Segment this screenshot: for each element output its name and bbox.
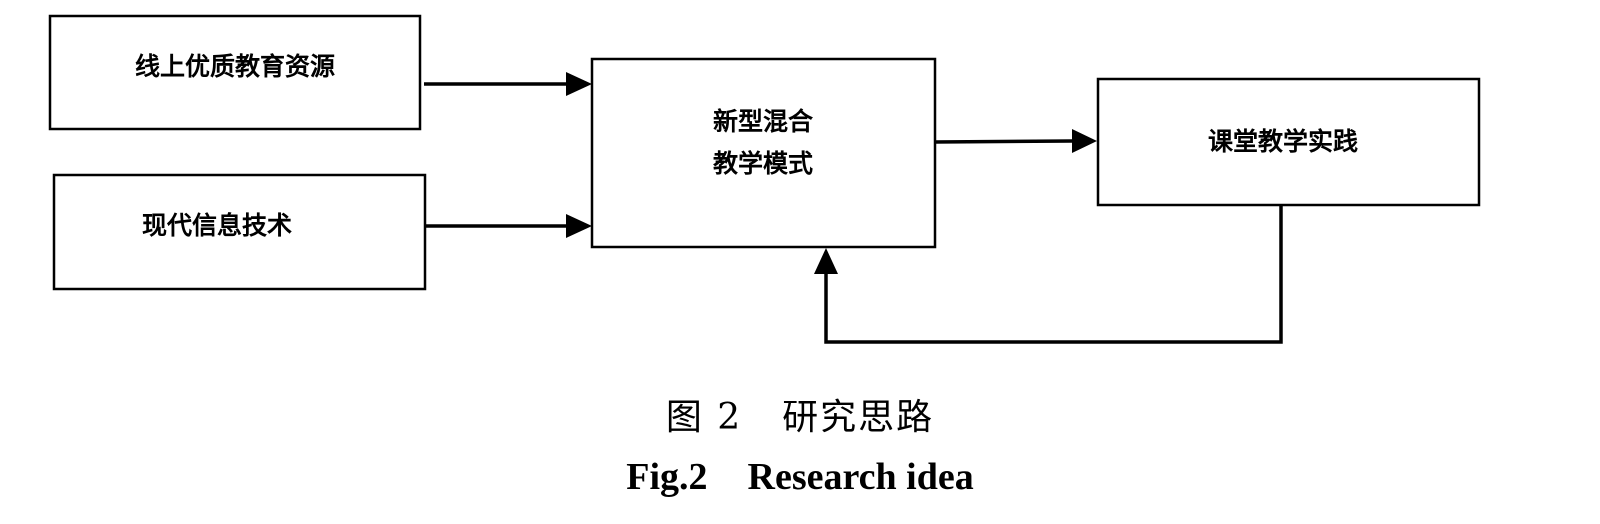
node-blended-model-label-line2: 教学模式 bbox=[713, 149, 813, 178]
caption-en-number: Fig.2 bbox=[626, 456, 708, 498]
node-classroom-practice-box bbox=[1096, 77, 1481, 207]
arrow-model-to-practice-line bbox=[934, 139, 1073, 144]
caption-en-title: Research idea bbox=[747, 456, 974, 498]
arrow-resources-to-model bbox=[424, 72, 592, 96]
caption-cn-number: 图 2 bbox=[665, 397, 743, 438]
node-modern-tech: 现代信息技术 bbox=[52, 173, 427, 291]
node-blended-model-box bbox=[590, 57, 937, 249]
arrow-model-to-practice bbox=[934, 129, 1097, 153]
arrow-tech-to-model bbox=[426, 214, 592, 238]
node-classroom-practice: 课堂教学实践 bbox=[1096, 77, 1481, 207]
node-classroom-practice-label: 课堂教学实践 bbox=[1208, 127, 1358, 156]
research-idea-flowchart: 线上优质教育资源 现代信息技术 新型混合 教学模式 课堂教学实践 bbox=[48, 14, 1481, 344]
arrow-resources-to-model-head bbox=[566, 72, 592, 96]
caption-cn-title: 研究思路 bbox=[782, 397, 935, 438]
arrow-feedback-practice-to-model bbox=[814, 205, 1283, 344]
arrow-model-to-practice-head bbox=[1072, 129, 1097, 153]
node-modern-tech-label: 现代信息技术 bbox=[142, 211, 292, 240]
arrow-feedback-head bbox=[814, 248, 838, 274]
node-online-resources-box bbox=[48, 14, 422, 131]
node-blended-model: 新型混合 教学模式 bbox=[590, 57, 937, 249]
arrow-tech-to-model-head bbox=[566, 214, 592, 238]
node-blended-model-label-line1: 新型混合 bbox=[713, 107, 814, 136]
figure-caption-english: Fig.2 Research idea bbox=[0, 455, 1600, 499]
node-modern-tech-box bbox=[52, 173, 427, 291]
node-online-resources-label: 线上优质教育资源 bbox=[135, 52, 335, 81]
arrow-feedback-line bbox=[824, 205, 1283, 344]
node-online-resources: 线上优质教育资源 bbox=[48, 14, 422, 131]
figure-caption-chinese: 图 2 研究思路 bbox=[0, 388, 1600, 440]
